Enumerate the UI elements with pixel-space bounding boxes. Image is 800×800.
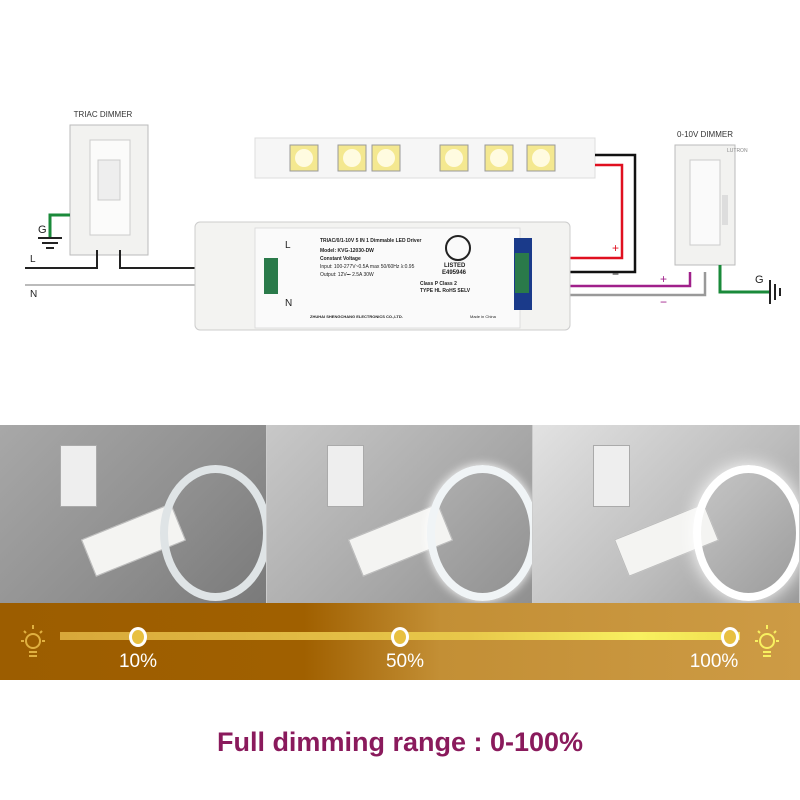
strip-photo bbox=[693, 465, 800, 601]
ground-wire-right bbox=[718, 265, 770, 294]
line-wire bbox=[25, 250, 98, 269]
driver-output: Output: 12V⎓ 2.5A 30W bbox=[320, 272, 374, 278]
dim-positive-wire bbox=[530, 272, 692, 288]
ground-label-left: G bbox=[38, 224, 47, 236]
ul-number: E495946 bbox=[442, 270, 467, 276]
led-strip bbox=[254, 137, 596, 179]
black-minus-label: − bbox=[612, 267, 619, 281]
knob-50 bbox=[391, 627, 409, 647]
driver-type-hl: TYPE HL RoHS SELV bbox=[420, 288, 471, 294]
triac-dimmer-label: TRIAC DIMMER bbox=[74, 110, 133, 119]
red-plus-label: + bbox=[612, 241, 619, 255]
caption-title: Full dimming range : 0-100% bbox=[216, 727, 584, 757]
driver-model: Model: KVG-12030-DW bbox=[320, 248, 374, 254]
driver-header: TRIAC/0/1-10V 5 IN 1 Dimmable LED Driver bbox=[320, 238, 421, 244]
dimmer-010v bbox=[674, 144, 736, 266]
driver-type: Constant Voltage bbox=[320, 256, 361, 262]
bulb-dim-icon bbox=[21, 625, 45, 657]
gray-minus-label: − bbox=[660, 295, 667, 309]
strip-negative-wire bbox=[560, 153, 637, 274]
knob-10 bbox=[129, 627, 147, 647]
dimmer-brand: LUTRON bbox=[727, 148, 748, 154]
demo-photos bbox=[0, 425, 800, 603]
ul-listed: LISTED bbox=[444, 263, 466, 269]
dim-negative-wire bbox=[530, 272, 707, 297]
driver-class: Class P Class 2 bbox=[420, 281, 457, 287]
dimmer-010-label: 0-10V DIMMER bbox=[677, 130, 733, 139]
neutral-label: N bbox=[30, 289, 37, 300]
led-driver bbox=[194, 221, 571, 331]
level-50-label: 50% bbox=[385, 651, 425, 672]
dimming-slider-band: 10% 50% 100% bbox=[0, 603, 800, 680]
ground-icon-left bbox=[38, 237, 62, 249]
ground-icon-right bbox=[769, 280, 781, 304]
dimmer-photo bbox=[60, 445, 97, 507]
strip-positive-wire bbox=[560, 163, 624, 260]
driver-N-label: N bbox=[285, 298, 292, 309]
photo-100-percent bbox=[533, 425, 800, 603]
knob-100 bbox=[721, 627, 739, 647]
strip-photo bbox=[426, 465, 533, 601]
dimmer-photo bbox=[326, 445, 364, 507]
driver-made-in: Made in China bbox=[470, 314, 497, 319]
driver-input: Input: 100-277V~0.5A max 50/60Hz λ:0.95 bbox=[320, 264, 415, 270]
dimmer-photo bbox=[593, 445, 631, 507]
photo-10-percent bbox=[0, 425, 267, 603]
photo-50-percent bbox=[266, 425, 534, 603]
wiring-diagram: TRIAC DIMMER G L N + − + − 0-10V DIMMER … bbox=[25, 110, 781, 331]
strip-photo bbox=[160, 465, 266, 601]
ground-wire-left bbox=[48, 213, 70, 238]
driver-company: ZHUHAI SHENGCHANG ELECTRONICS CO.,LTD. bbox=[310, 314, 403, 319]
level-100-label: 100% bbox=[689, 651, 739, 672]
purple-plus-label: + bbox=[660, 272, 667, 286]
driver-L-label: L bbox=[285, 240, 291, 251]
line-label: L bbox=[30, 254, 36, 265]
ground-label-right: G bbox=[755, 274, 764, 286]
bulb-bright-icon bbox=[755, 625, 779, 657]
level-10-label: 10% bbox=[118, 651, 158, 672]
triac-dimmer bbox=[69, 124, 149, 256]
